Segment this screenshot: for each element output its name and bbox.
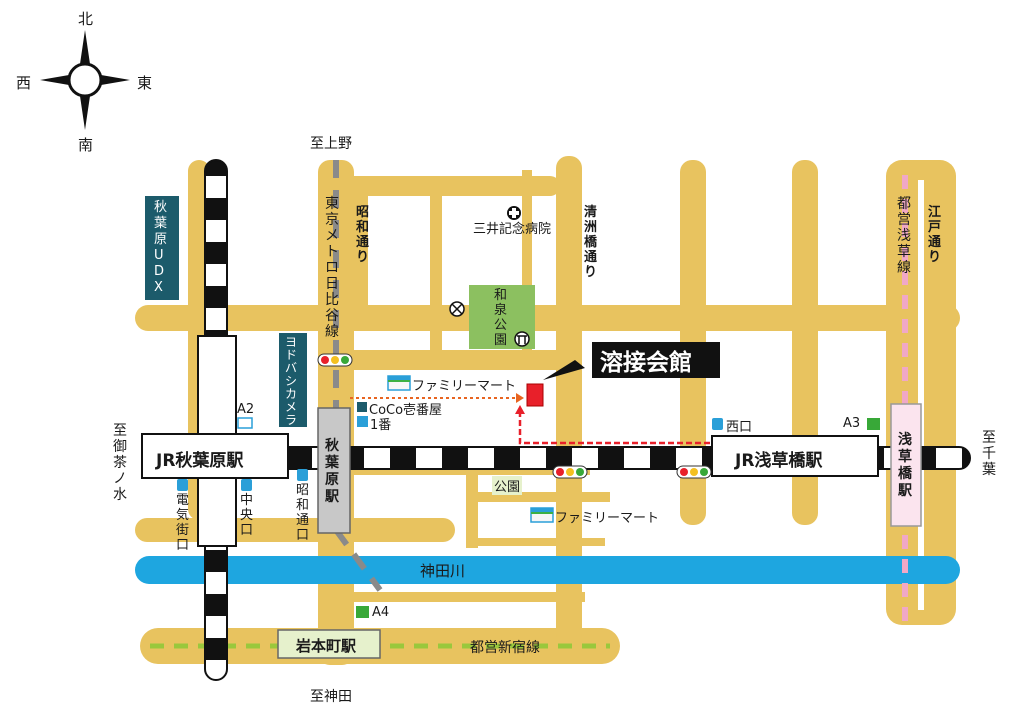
road-h-mid: [135, 305, 960, 331]
compass-west: 西: [16, 74, 32, 92]
to-ueno-label: 至上野: [310, 136, 352, 152]
familymart-label: ファミリーマート: [412, 379, 517, 394]
jr-asakusabashi-box: [711, 435, 879, 477]
metro-exit-icon-showa: [297, 469, 308, 481]
metro-exit-icon-denkigai: [177, 479, 188, 491]
exit-a3-label: A3: [843, 416, 861, 431]
exit-chuo-label: 中央口: [240, 493, 254, 538]
coco-icon: [357, 402, 367, 412]
coco-label: CoCo壱番屋: [369, 403, 443, 418]
udx-block: [145, 196, 179, 300]
asakusabashi-toei-label: 浅草橋駅: [898, 432, 912, 499]
road-h-small3: [470, 538, 605, 546]
edo-dori-label: 江戸通り: [928, 205, 942, 265]
kiyosubashi-dori-label: 清洲橋通り: [584, 205, 598, 280]
iwamotocho-station: [277, 629, 381, 659]
exit-a4-label: A4: [372, 605, 390, 620]
exit-1-label: 1番: [370, 418, 392, 433]
hospital-icon: [507, 206, 521, 220]
road-v-mid1: [430, 190, 442, 350]
river-label: 神田川: [420, 562, 465, 580]
destination-label: 溶接会館: [600, 349, 692, 376]
compass-rose: [40, 30, 130, 130]
exit-denkigai-label: 電気街口: [176, 493, 190, 553]
jr-akihabara-label: JR秋葉原駅: [156, 451, 244, 471]
hibiya-line-curve: [333, 528, 383, 592]
park-label: 公園: [492, 476, 523, 495]
showa-dori-label: 昭和通り: [356, 205, 370, 265]
road-h-small2: [470, 492, 610, 502]
road-h-top: [330, 176, 560, 196]
to-kanda-label: 至神田: [310, 689, 352, 705]
exit-showa-label: 昭和通口: [296, 483, 310, 543]
road-v-showa2: [354, 180, 368, 330]
route-arrow-1: [516, 393, 524, 403]
road-v-small1: [466, 468, 478, 548]
exit-a2-label: A2: [237, 402, 255, 417]
jr-akihabara-box: [141, 433, 289, 479]
road-h-famima: [340, 350, 580, 370]
destination-callout: [592, 342, 720, 378]
exit-nishi-label: 西口: [726, 420, 753, 435]
yodobashi-label: ヨドバシカメラ: [285, 335, 298, 427]
traffic-light-2: [552, 465, 588, 479]
toei-exit-icon-a3: [867, 418, 880, 430]
hospital-label: 三井記念病院: [472, 222, 551, 237]
akihabara-metro-station: [317, 407, 351, 534]
familymart-icon: [387, 375, 411, 391]
destination-marker: [526, 383, 544, 407]
road-v-small2: [522, 170, 532, 355]
to-ochanomizu-label: 至御茶ノ水: [113, 423, 127, 503]
kanda-river: [135, 556, 960, 584]
road-v-e2: [792, 160, 818, 525]
metro-exit-icon-chuo: [241, 479, 252, 491]
hibiya-line-label: 東京メトロ日比谷線: [325, 196, 339, 340]
asakusabashi-toei-station: [890, 403, 922, 527]
police-icon: [449, 301, 465, 317]
shinjuku-line-label: 都営新宿線: [470, 640, 540, 656]
udx-label: 秋葉原UDX: [154, 200, 168, 295]
compass-east: 東: [137, 74, 153, 92]
familymart-icon-2: [530, 507, 554, 523]
asakusa-line-label: 都営浅草線: [897, 196, 911, 276]
route-arrow-2: [515, 405, 525, 414]
metro-exit-icon-a2: [237, 417, 253, 429]
destination-callout-tail: [543, 360, 585, 380]
exit-1-icon: [357, 416, 368, 427]
jr-asakusabashi-label: JR浅草橋駅: [735, 451, 823, 471]
yodobashi-block: [279, 333, 307, 427]
izumi-park-label: 和泉公園: [494, 288, 508, 348]
road-v-kiyosu: [556, 156, 582, 646]
traffic-light-3: [676, 465, 712, 479]
traffic-light-1: [317, 353, 353, 367]
compass-south: 南: [78, 136, 94, 154]
edo-median: [918, 180, 924, 610]
compass-north: 北: [78, 10, 94, 28]
route-segment-2: [518, 412, 710, 445]
iwamotocho-label: 岩本町駅: [296, 637, 357, 655]
shrine-icon: [514, 331, 530, 347]
road-h-small4: [345, 592, 585, 602]
akihabara-metro-label: 秋葉原駅: [325, 438, 339, 505]
to-chiba-label: 至千葉: [982, 430, 996, 478]
metro-exit-icon-nishi: [712, 418, 723, 430]
toei-exit-icon-a4: [356, 606, 369, 618]
familymart-label-2: ファミリーマート: [555, 511, 660, 526]
